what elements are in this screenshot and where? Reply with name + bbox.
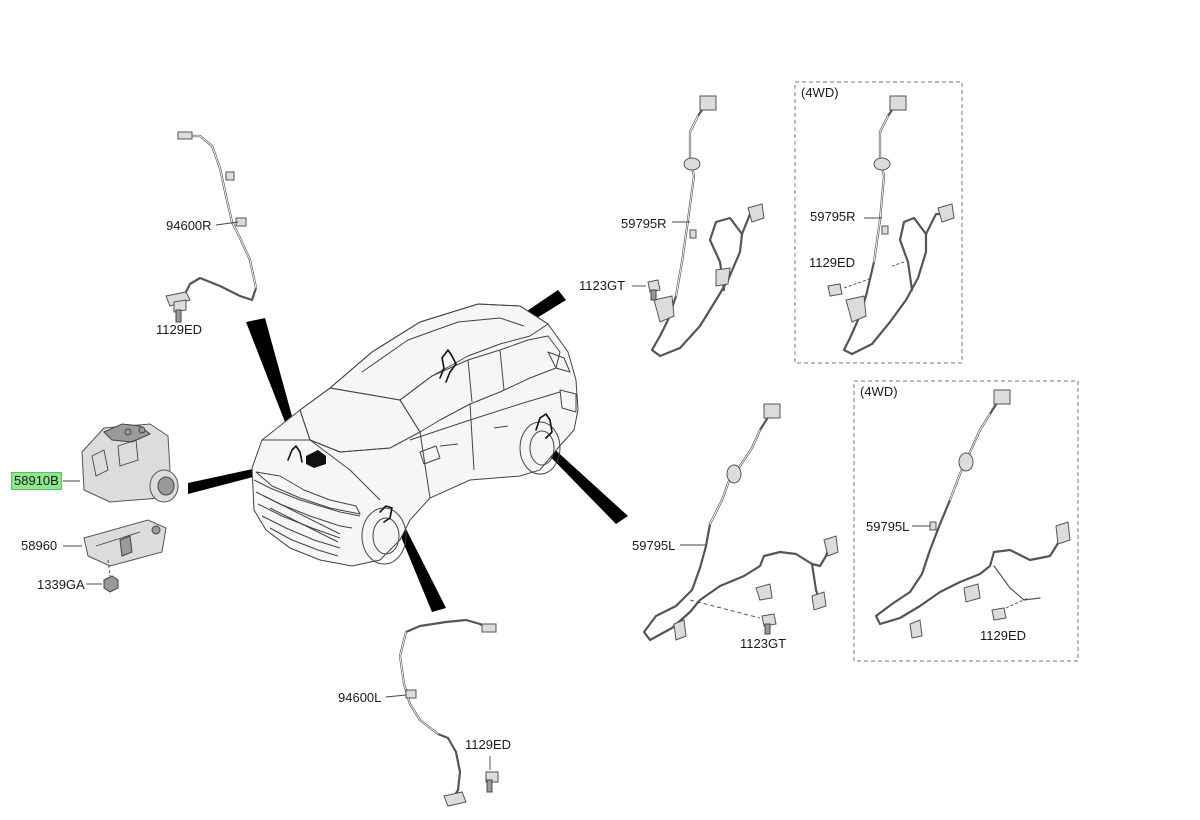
- part-label-58960[interactable]: 58960: [21, 538, 58, 553]
- part-label-1129ED-4wd-rear-right[interactable]: 1129ED: [809, 255, 856, 270]
- sensor-59795R: [632, 95, 765, 358]
- part-label-58910B[interactable]: 58910B: [11, 472, 62, 490]
- part-label-94600R[interactable]: 94600R: [166, 218, 212, 233]
- part-label-1129ED-front-left[interactable]: 1129ED: [465, 737, 512, 752]
- part-label-1339GA[interactable]: 1339GA: [37, 577, 85, 592]
- part-label-59795L-4wd[interactable]: 59795L: [866, 519, 910, 534]
- leader-wedge-front-right: [246, 318, 298, 440]
- part-label-94600L[interactable]: 94600L: [338, 690, 382, 705]
- hecu-58910B: [81, 423, 179, 503]
- bracket-58960: [83, 519, 167, 567]
- part-label-59795L[interactable]: 59795L: [632, 538, 676, 553]
- sensor-94600L: [385, 618, 499, 807]
- leader-wedge-rear-left: [534, 436, 628, 524]
- 4wd-tag-upper: (4WD): [801, 85, 839, 100]
- part-label-59795R[interactable]: 59795R: [621, 216, 667, 231]
- sensor-59795L-4wd: [874, 389, 1071, 639]
- part-label-1129ED-4wd-rear-left[interactable]: 1129ED: [980, 628, 1027, 643]
- nut-1339GA: [103, 575, 119, 593]
- sensor-94600R: [165, 131, 258, 323]
- sensor-59795R-4wd: [827, 95, 955, 356]
- 4wd-tag-lower: (4WD): [860, 384, 898, 399]
- sensor-59795L: [642, 403, 839, 642]
- part-label-1123GT-rear-right[interactable]: 1123GT: [579, 278, 626, 293]
- part-label-1123GT-rear-left[interactable]: 1123GT: [740, 636, 787, 651]
- part-label-59795R-4wd[interactable]: 59795R: [810, 209, 856, 224]
- 4wd-box-lower: [853, 380, 1079, 662]
- part-label-1129ED-front-right[interactable]: 1129ED: [156, 322, 203, 337]
- vehicle-outline: [251, 303, 579, 567]
